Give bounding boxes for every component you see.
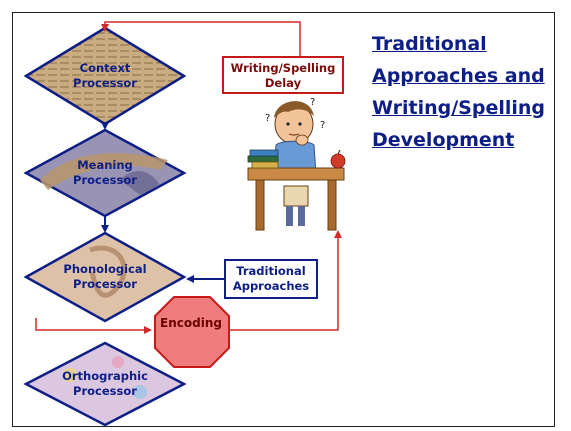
orthographic-processor-label: Orthographic Processor [45,369,165,399]
traditional-box-line1: Traditional [236,264,306,278]
traditional-approaches-box: Traditional Approaches [224,259,318,299]
context-processor-diamond [23,26,187,126]
title-line-1: Traditional [372,33,487,55]
arrow-delay-to-context [101,21,301,56]
title-line-4: Development [372,129,515,151]
title-line-2: Approaches and [372,65,545,87]
traditional-box-line2: Approaches [232,279,310,293]
orthographic-processor-diamond [23,341,187,427]
context-processor-label-line2: Processor [73,76,137,90]
slide-frame [12,12,555,427]
orthographic-processor-label-line2: Processor [73,384,137,398]
context-processor-label: Context Processor [55,61,155,91]
question-mark-icon: ? [320,120,326,131]
delay-box-line2: Delay [264,76,302,90]
phonological-processor-label-line2: Processor [73,277,137,291]
meaning-processor-label-line1: Meaning [77,158,133,172]
title-line-3: Writing/Spelling [372,97,546,119]
arrow-phonological-to-encoding [35,318,152,334]
meaning-processor-diamond [23,128,187,218]
delay-box-line1: Writing/Spelling [230,61,336,75]
octagon-stop-sign-icon [154,296,230,368]
writing-spelling-delay-box: Writing/Spelling Delay [222,56,344,94]
phonological-processor-label-line1: Phonological [63,262,147,276]
phonological-processor-diamond [23,231,187,323]
arrow-encoding-to-child [229,230,342,331]
meaning-processor-label: Meaning Processor [55,158,155,188]
question-mark-icon: ? [310,97,316,108]
meaning-processor-label-line2: Processor [73,173,137,187]
question-mark-icon: ? [265,113,271,124]
thinking-child-at-desk-icon [247,101,346,231]
context-processor-label-line1: Context [79,61,131,75]
orthographic-processor-label-line1: Orthographic [62,369,148,383]
phonological-processor-label: Phonological Processor [45,262,165,292]
encoding-label: Encoding [160,316,222,330]
